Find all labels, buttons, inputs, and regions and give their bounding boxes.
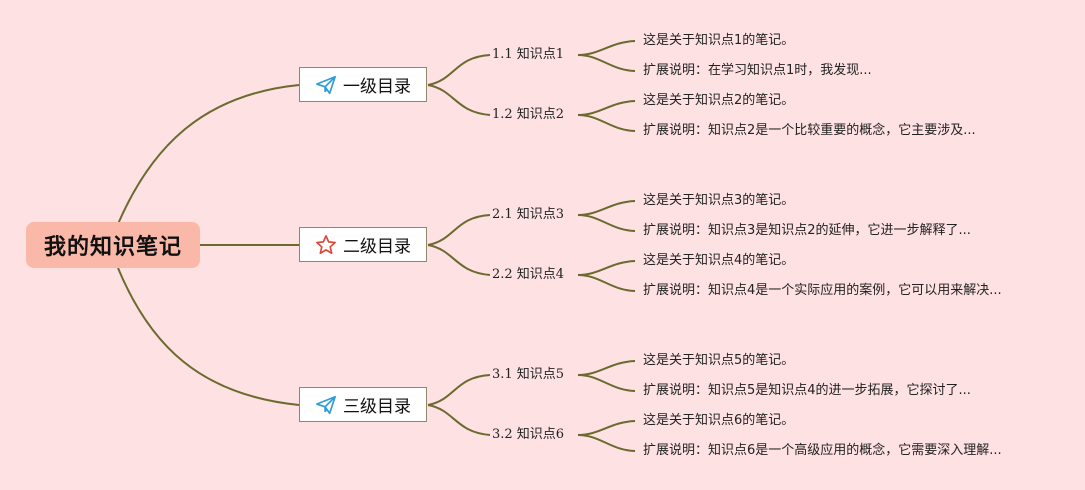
note-1-1-b[interactable]: 扩展说明：在学习知识点1时，我发现... — [643, 63, 872, 78]
subtopic-1-2[interactable]: 1.2 知识点2 — [492, 107, 565, 122]
note-3-1-a[interactable]: 这是关于知识点5的笔记。 — [643, 353, 795, 368]
subtopic-3-2[interactable]: 3.2 知识点6 — [492, 427, 565, 442]
note-2-1-a[interactable]: 这是关于知识点3的笔记。 — [643, 193, 795, 208]
subtopic-2-1[interactable]: 2.1 知识点3 — [492, 207, 565, 222]
paper-plane-icon — [315, 74, 337, 96]
note-1-2-b[interactable]: 扩展说明：知识点2是一个比较重要的概念，它主要涉及... — [643, 123, 976, 138]
note-3-2-b[interactable]: 扩展说明：知识点6是一个高级应用的概念，它需要深入理解... — [643, 443, 1002, 458]
subtopic-3-1[interactable]: 3.1 知识点5 — [492, 367, 565, 382]
note-2-2-b[interactable]: 扩展说明：知识点4是一个实际应用的案例，它可以用来解决... — [643, 283, 1002, 298]
note-3-1-b[interactable]: 扩展说明：知识点5是知识点4的进一步拓展，它探讨了... — [643, 383, 971, 398]
note-2-2-a[interactable]: 这是关于知识点4的笔记。 — [643, 253, 795, 268]
note-2-1-b[interactable]: 扩展说明：知识点3是知识点2的延伸，它进一步解释了... — [643, 223, 971, 238]
branch-label: 一级目录 — [343, 77, 411, 97]
paper-plane-icon — [315, 394, 337, 416]
branch-label: 二级目录 — [343, 237, 411, 257]
subtopic-1-1[interactable]: 1.1 知识点1 — [492, 47, 565, 62]
root-topic[interactable]: 我的知识笔记 — [26, 222, 200, 268]
note-3-2-a[interactable]: 这是关于知识点6的笔记。 — [643, 413, 795, 428]
branch-label: 三级目录 — [343, 397, 411, 417]
branch-topic-3[interactable]: 三级目录 — [299, 387, 427, 422]
note-1-2-a[interactable]: 这是关于知识点2的笔记。 — [643, 93, 795, 108]
note-1-1-a[interactable]: 这是关于知识点1的笔记。 — [643, 33, 795, 48]
branch-topic-1[interactable]: 一级目录 — [299, 67, 427, 102]
subtopic-2-2[interactable]: 2.2 知识点4 — [492, 267, 565, 282]
branch-topic-2[interactable]: 二级目录 — [299, 227, 427, 262]
star-icon — [315, 234, 337, 256]
